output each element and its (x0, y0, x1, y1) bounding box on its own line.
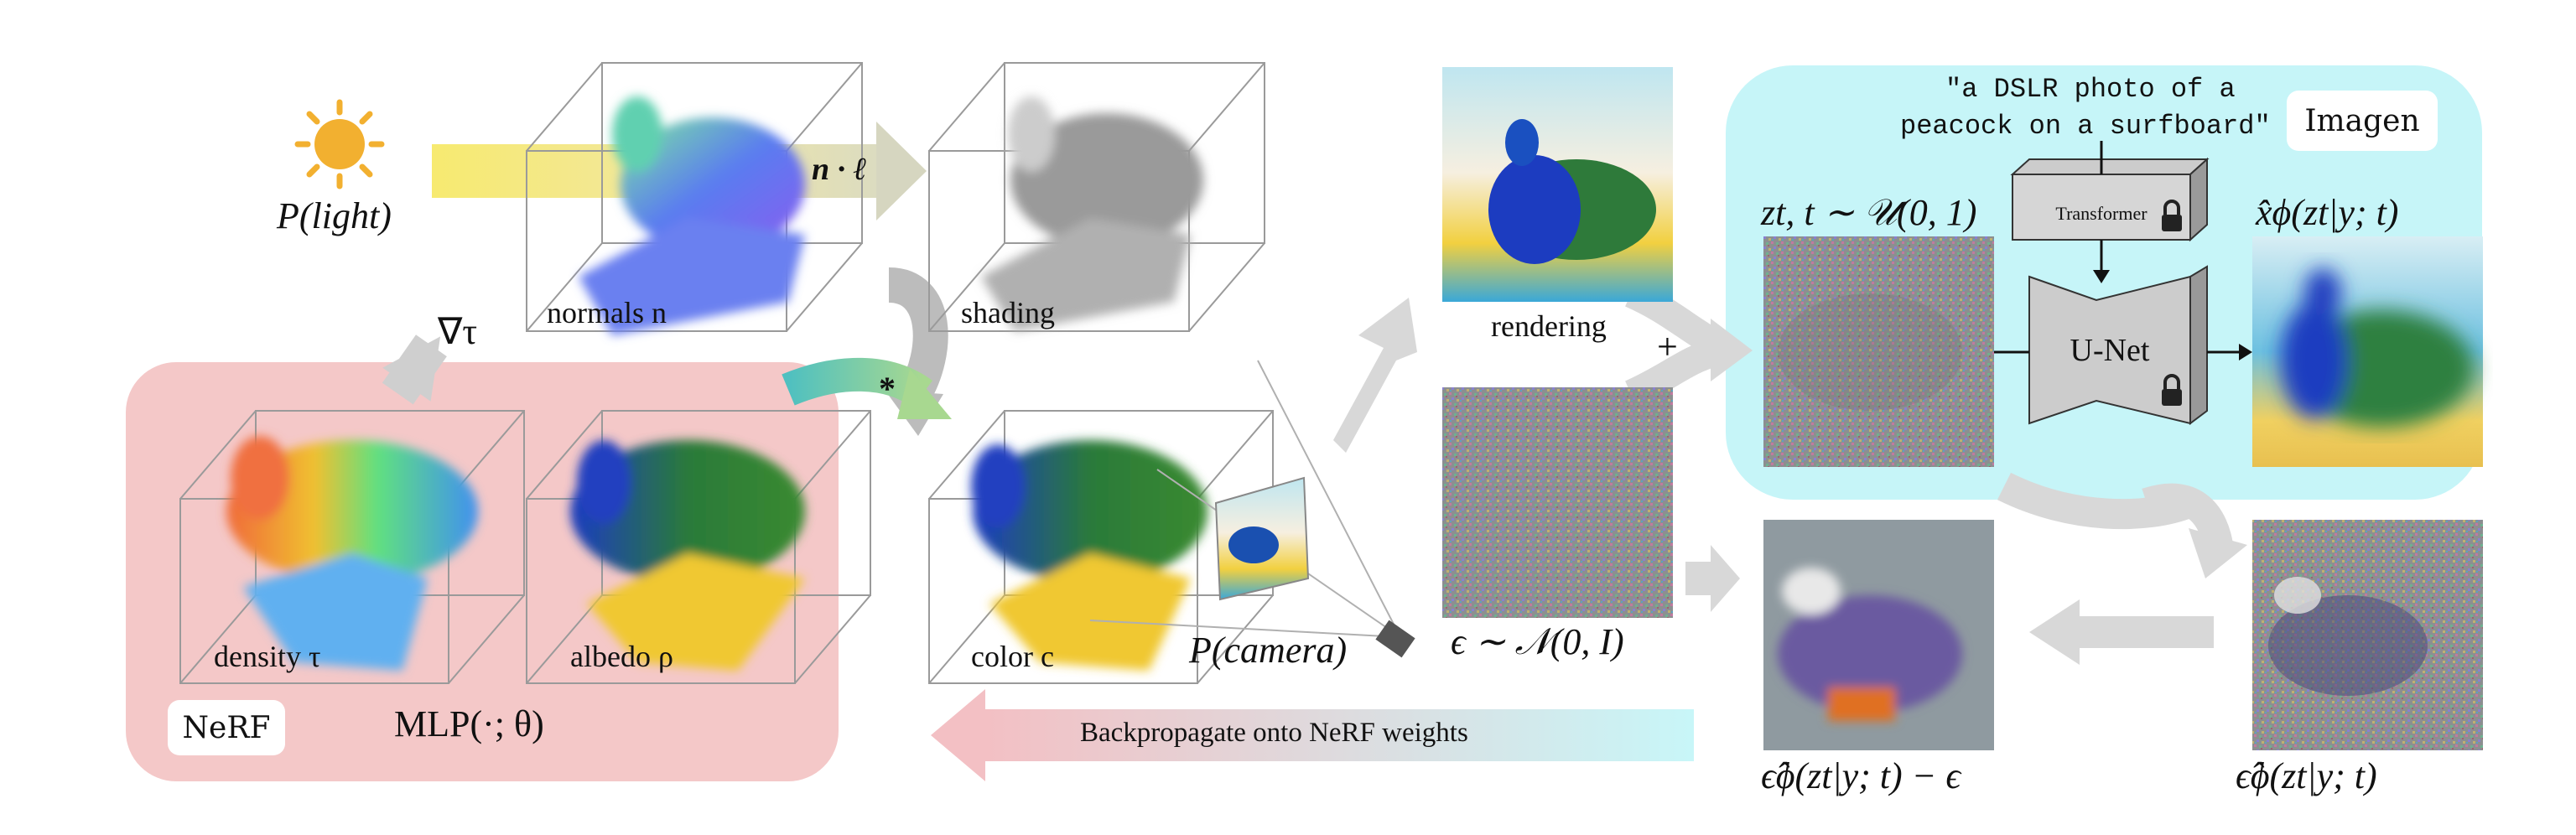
shading-peacock (981, 96, 1203, 331)
mlp-label: MLP(·; θ) (394, 703, 544, 744)
color-label: color c (971, 640, 1054, 673)
light-label: P(light) (277, 195, 392, 236)
unet-label: U-Net (2070, 333, 2150, 368)
camera-icon (1375, 620, 1415, 658)
prompt-line-2: peacock on a surfboard" (1900, 111, 2271, 142)
sun-icon (294, 99, 385, 189)
albedo-label: albedo ρ (570, 640, 673, 673)
gradient-label: ∇τ (438, 311, 478, 352)
xhat-label: x̂ϕ(zt|y; t) (2256, 192, 2399, 233)
eps-hat-image (2252, 520, 2483, 750)
density-peacock (226, 436, 478, 671)
transformer-lock-icon (2162, 200, 2182, 231)
camera-label: P(camera) (1189, 630, 1348, 671)
shading-label: shading (961, 296, 1055, 329)
nerf-badge: NeRF (168, 700, 285, 755)
multiply-label: * (879, 370, 896, 407)
normals-label: normals n (547, 296, 667, 329)
unet-lock-icon (2162, 374, 2182, 406)
residual-label: ϵ̂ϕ(zt|y; t) − ϵ (1761, 755, 1961, 796)
shading-cube (928, 62, 1265, 332)
prompt-line-1: "a DSLR photo of a (1945, 74, 2236, 105)
rendering-label: rendering (1491, 309, 1607, 343)
transformer-label: Transformer (2055, 203, 2148, 224)
sum-arrow (1624, 280, 1753, 407)
color-peacock (971, 440, 1208, 671)
gradient-arrow (382, 335, 447, 405)
backprop-label: Backpropagate onto NeRF weights (1080, 718, 1468, 748)
zt-label: zt, t ∼ 𝒰(0, 1) (1761, 192, 1977, 233)
normals-peacock (579, 96, 805, 335)
imagen-badge: Imagen (2287, 91, 2438, 151)
noise-to-eps-arrow (1685, 545, 1740, 612)
albedo-peacock (570, 440, 805, 671)
render-arrow (1333, 298, 1417, 453)
noise-label: ϵ ∼ 𝒩(0, I) (1451, 621, 1624, 662)
backprop-arrow (931, 689, 1694, 781)
xhat-image (2252, 236, 2483, 467)
camera-image-plane (1214, 476, 1310, 601)
eps-hat-label: ϵ̂ϕ(zt|y; t) (2236, 755, 2377, 796)
residual-arrow (2029, 599, 2214, 665)
rendering-image (1442, 67, 1673, 302)
plus-label: + (1657, 326, 1678, 367)
transformer-block (2010, 157, 2210, 242)
unet-block (2028, 265, 2208, 425)
light-dot-label: n · ℓ (812, 152, 867, 187)
density-label: density τ (214, 640, 321, 673)
noise-image (1442, 387, 1673, 618)
residual-image (1763, 520, 1994, 750)
multiply-arrow (782, 357, 932, 408)
light-arrow-head (876, 122, 927, 220)
zt-noisy-image (1763, 236, 1994, 467)
